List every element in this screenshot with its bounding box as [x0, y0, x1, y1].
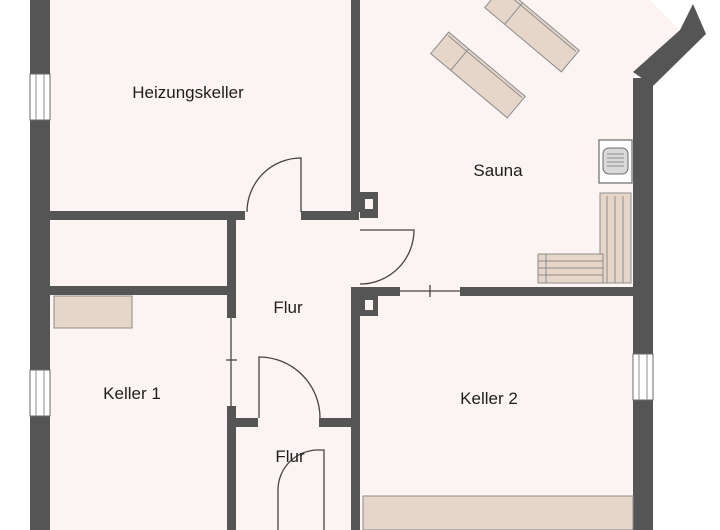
pillar-gap — [365, 199, 373, 209]
room-label-flur-upper: Flur — [273, 298, 303, 317]
window-left-bottom — [29, 369, 51, 417]
door-flur-lower — [258, 356, 321, 419]
door-bottom — [277, 449, 325, 530]
sun-lounger-2 — [483, 0, 581, 73]
room-labels: Heizungskeller Sauna Flur Flur Keller 1 … — [103, 83, 523, 466]
sauna-bench-icon — [537, 192, 632, 284]
sauna-stove-icon — [598, 139, 633, 184]
door-sauna — [359, 229, 415, 285]
window-right — [632, 353, 654, 401]
room-label-flur-lower: Flur — [275, 447, 305, 466]
shelf-keller-2 — [362, 495, 634, 530]
shelf-keller-1 — [53, 295, 133, 329]
doors — [246, 157, 415, 530]
room-label-sauna: Sauna — [473, 161, 523, 180]
pillar-gap — [365, 300, 373, 310]
floor-area — [50, 0, 680, 530]
sliding-doors — [226, 285, 460, 406]
windows — [29, 73, 654, 417]
door-heizungskeller — [246, 157, 302, 213]
room-label-keller-2: Keller 2 — [460, 389, 518, 408]
window-left-top — [29, 73, 51, 121]
room-label-keller-1: Keller 1 — [103, 384, 161, 403]
furniture — [53, 0, 634, 530]
sun-lounger-1 — [429, 31, 527, 119]
room-label-heizungskeller: Heizungskeller — [132, 83, 244, 102]
